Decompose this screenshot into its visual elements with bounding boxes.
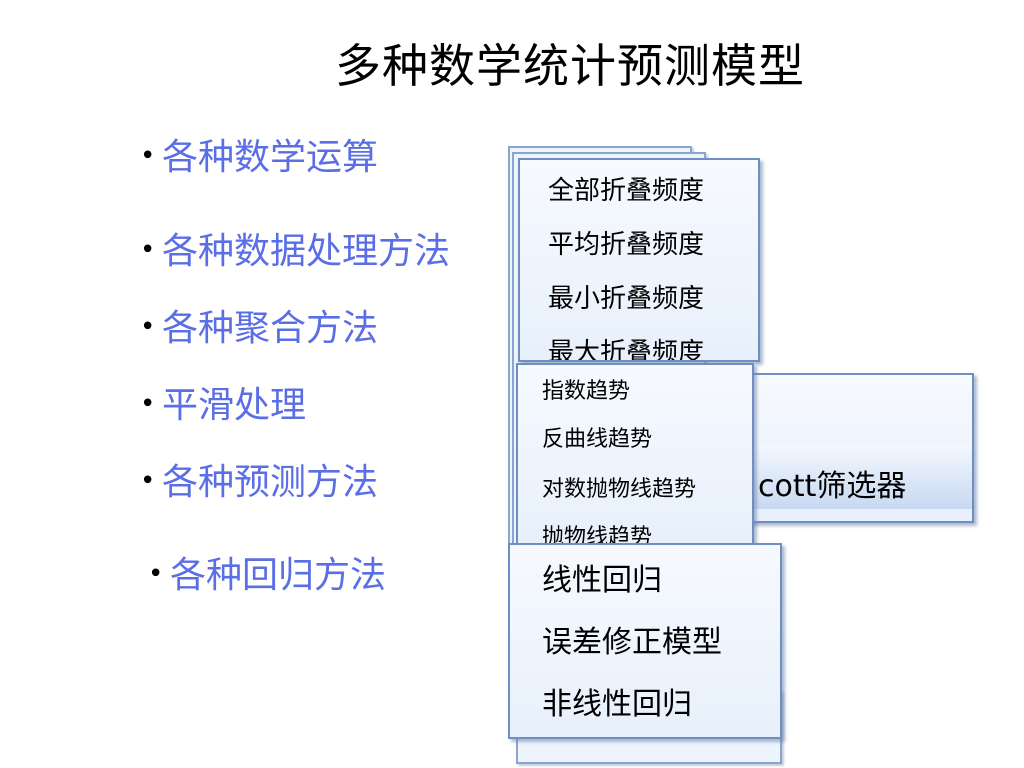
bullet-dot: • — [140, 466, 156, 496]
frequency-menu-item[interactable]: 最小折叠频度 — [548, 284, 705, 314]
bullet-dot: • — [140, 389, 156, 419]
trend-menu: 指数趋势 反曲线趋势 对数抛物线趋势 抛物线趋势 — [516, 363, 754, 545]
frequency-menu-item[interactable]: 最大折叠频度 — [548, 338, 705, 362]
bullet-dot: • — [148, 559, 164, 589]
bullet-dot: • — [140, 235, 156, 265]
bullet-label: 各种聚合方法 — [162, 308, 379, 349]
trend-menu-item[interactable]: 抛物线趋势 — [542, 525, 653, 545]
regression-menu-item[interactable]: 误差修正模型 — [542, 625, 722, 660]
bullet-label: 各种数据处理方法 — [162, 231, 451, 272]
regression-menu-item[interactable]: 非线性回归 — [542, 687, 692, 722]
bullet-dot: • — [140, 141, 156, 171]
regression-menu-item[interactable]: 线性回归 — [542, 563, 662, 598]
filter-menu: cott筛选器 — [740, 373, 974, 523]
filter-menu-item[interactable]: cott筛选器 — [758, 469, 907, 504]
bullet-item-forecasting: •各种预测方法 — [140, 463, 378, 505]
bullet-dot: • — [140, 312, 156, 342]
bullet-item-regression: •各种回归方法 — [148, 556, 386, 598]
bullet-item-data-processing: •各种数据处理方法 — [140, 232, 450, 274]
bullet-item-smoothing: •平滑处理 — [140, 386, 306, 428]
regression-menu: 线性回归 误差修正模型 非线性回归 — [508, 543, 782, 739]
bullet-label: 各种回归方法 — [170, 555, 387, 596]
frequency-menu: 全部折叠频度 平均折叠频度 最小折叠频度 最大折叠频度 — [518, 158, 760, 362]
frequency-menu-item[interactable]: 全部折叠频度 — [548, 176, 705, 206]
bullet-label: 各种数学运算 — [162, 137, 379, 178]
bullet-item-math-operations: •各种数学运算 — [140, 138, 378, 180]
trend-menu-item[interactable]: 指数趋势 — [542, 379, 631, 404]
trend-menu-item[interactable]: 对数抛物线趋势 — [542, 477, 697, 502]
filter-menu-highlight-row[interactable] — [742, 445, 972, 509]
frequency-menu-item[interactable]: 平均折叠频度 — [548, 230, 705, 260]
page-title: 多种数学统计预测模型 — [335, 39, 805, 93]
trend-menu-item[interactable]: 反曲线趋势 — [542, 427, 653, 452]
bullet-label: 各种预测方法 — [162, 462, 379, 503]
bullet-label: 平滑处理 — [162, 385, 307, 426]
bullet-item-aggregation: •各种聚合方法 — [140, 309, 378, 351]
